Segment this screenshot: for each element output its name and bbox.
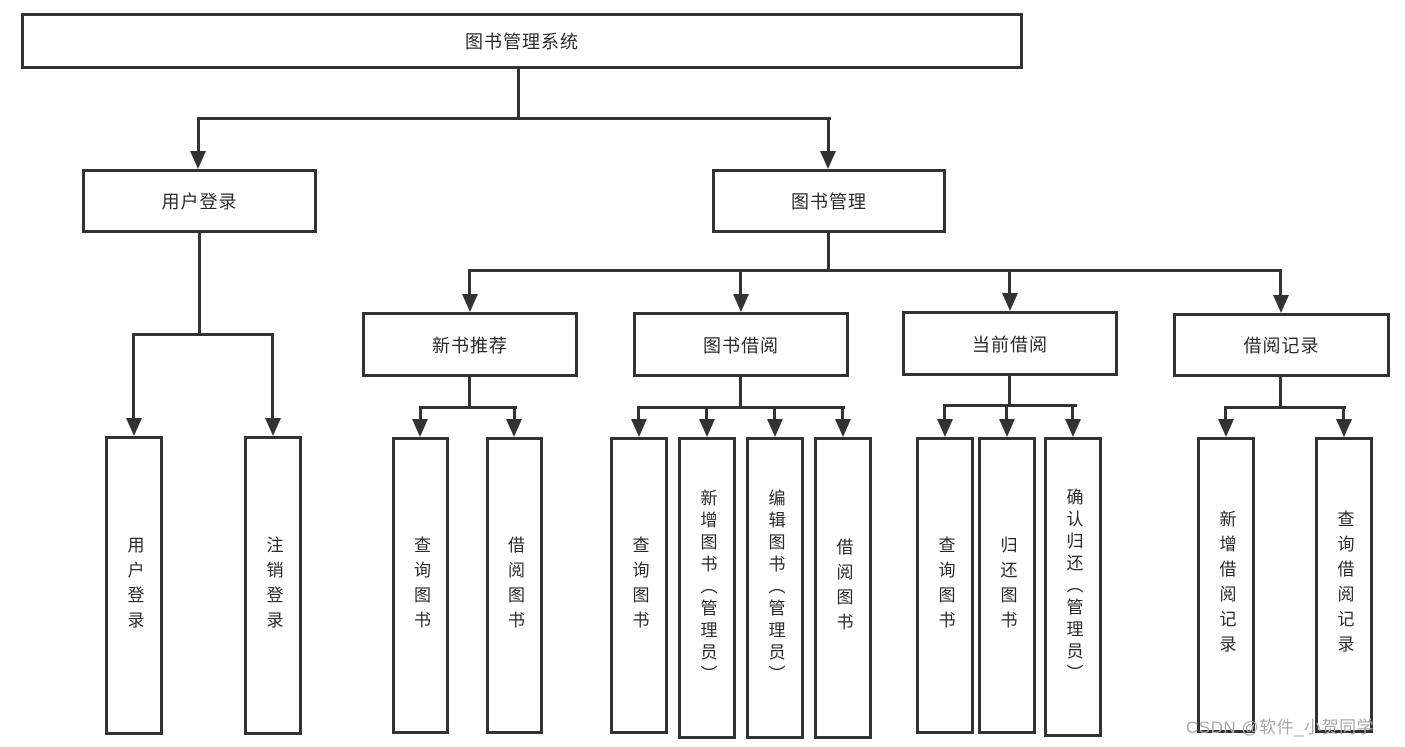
connector-line (1008, 376, 1011, 407)
node-new-book-recommend: 新书推荐 (362, 312, 578, 377)
leaf-label: 注销登录 (263, 535, 283, 636)
connector-line (198, 233, 201, 335)
connector-line (637, 406, 845, 409)
connector-line (132, 333, 135, 419)
leaf-label: 编辑图书（管理员） (765, 489, 785, 687)
connector-line (197, 117, 831, 120)
arrowhead-icon (1336, 419, 1352, 437)
connector-line (1008, 269, 1011, 295)
node-current-borrow: 当前借阅 (902, 311, 1118, 376)
connector-line (419, 406, 422, 421)
connector-line (513, 406, 516, 421)
connector-line (739, 377, 742, 408)
leaf-label: 确认归还（管理员） (1063, 488, 1083, 686)
connector-line (1279, 377, 1282, 409)
leaf-return-book: 归还图书 (978, 437, 1036, 734)
leaf-label: 查询图书 (629, 535, 649, 636)
arrowhead-icon (462, 294, 478, 312)
connector-line (841, 406, 844, 421)
arrowhead-icon (820, 151, 836, 169)
node-borrow-records: 借阅记录 (1173, 313, 1390, 377)
arrowhead-icon (699, 419, 715, 437)
connector-line (468, 269, 471, 296)
node-root: 图书管理系统 (21, 13, 1023, 69)
arrowhead-icon (999, 419, 1015, 437)
leaf-query-borrow-record: 查询借阅记录 (1315, 437, 1373, 733)
arrowhead-icon (1002, 293, 1018, 311)
connector-line (468, 377, 471, 408)
connector-line (827, 233, 830, 271)
connector-line (197, 117, 200, 153)
leaf-label: 查询借阅记录 (1334, 510, 1354, 660)
arrowhead-icon (937, 419, 953, 437)
leaf-query-books-2: 查询图书 (610, 437, 668, 734)
connector-line (637, 406, 640, 421)
arrowhead-icon (733, 294, 749, 312)
leaf-query-books-3: 查询图书 (916, 437, 974, 734)
leaf-label: 查询图书 (935, 535, 955, 636)
connector-line (132, 333, 274, 336)
leaf-user-login: 用户登录 (105, 436, 163, 735)
leaf-logout: 注销登录 (244, 436, 302, 735)
connector-line (943, 404, 946, 421)
connector-line (943, 404, 1077, 407)
leaf-query-books-1: 查询图书 (392, 437, 449, 734)
connector-line (1071, 404, 1074, 421)
csdn-watermark: CSDN @软件_小贺同学 (1186, 718, 1375, 737)
leaf-label: 用户登录 (124, 535, 144, 636)
node-user-login-group: 用户登录 (82, 169, 317, 233)
arrowhead-icon (835, 419, 851, 437)
arrowhead-icon (190, 151, 206, 169)
arrowhead-icon (126, 418, 142, 436)
leaf-borrow-books-2: 借阅图书 (814, 437, 872, 739)
leaf-label: 查询图书 (411, 535, 430, 636)
connector-line (705, 406, 708, 421)
leaf-edit-book-admin: 编辑图书（管理员） (746, 437, 804, 739)
connector-line (773, 406, 776, 421)
arrowhead-icon (1065, 419, 1081, 437)
arrowhead-icon (767, 419, 783, 437)
node-book-management: 图书管理 (712, 169, 946, 233)
leaf-label: 借阅图书 (833, 538, 853, 638)
connector-line (1224, 406, 1346, 409)
arrowhead-icon (265, 418, 281, 436)
arrowhead-icon (631, 419, 647, 437)
leaf-add-book-admin: 新增图书（管理员） (678, 437, 736, 739)
leaf-label: 新增图书（管理员） (697, 489, 717, 687)
connector-line (1279, 269, 1282, 297)
node-book-borrow: 图书借阅 (633, 312, 849, 377)
arrowhead-icon (412, 419, 428, 437)
connector-line (827, 117, 830, 153)
connector-line (271, 333, 274, 419)
connector-line (517, 69, 520, 117)
leaf-label: 新增借阅记录 (1216, 510, 1236, 660)
leaf-borrow-books-1: 借阅图书 (486, 437, 543, 734)
connector-line (468, 269, 1281, 272)
arrowhead-icon (1218, 419, 1234, 437)
connector-line (1342, 406, 1345, 421)
leaf-label: 归还图书 (997, 535, 1017, 636)
leaf-confirm-return-admin: 确认归还（管理员） (1044, 437, 1102, 737)
arrowhead-icon (506, 419, 522, 437)
arrowhead-icon (1273, 295, 1289, 313)
leaf-add-borrow-record: 新增借阅记录 (1197, 437, 1255, 733)
connector-line (1005, 404, 1008, 421)
leaf-label: 借阅图书 (505, 535, 524, 636)
connector-line (419, 406, 517, 409)
connector-line (1224, 406, 1227, 421)
connector-line (739, 269, 742, 296)
